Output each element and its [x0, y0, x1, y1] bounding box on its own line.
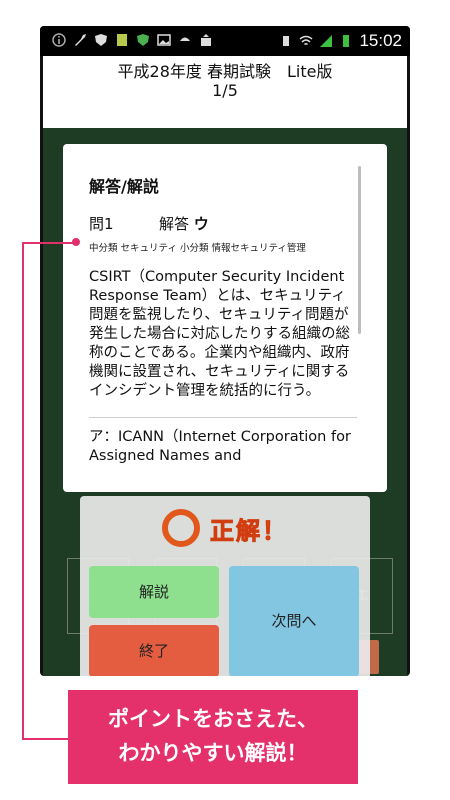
- title-bar: 平成28年度 春期試験 Lite版 1/5: [43, 56, 407, 128]
- explanation-text: CSIRT（Computer Security Incident Respons…: [89, 269, 350, 399]
- upload-icon: [201, 34, 211, 46]
- explanation-scroll[interactable]: 解答/解説 問1 解答 ウ 中分類 セキュリティ 小分類 情報セキュリティ管理 C…: [63, 144, 387, 484]
- scrollbar[interactable]: [358, 166, 361, 334]
- explanation-button[interactable]: 解説: [89, 566, 219, 618]
- battery-icon: [343, 35, 350, 47]
- question-answer-row: 問1 解答 ウ: [89, 213, 387, 234]
- android-icon: [180, 37, 190, 41]
- option-a-text: ア：ICANN（Internet Corporation for Assigne…: [89, 429, 351, 464]
- question-progress: 1/5: [212, 81, 238, 100]
- callout-line-1: ポイントをおさえた、: [108, 707, 318, 731]
- status-bar: 15:02: [40, 26, 410, 56]
- callout-dot: [72, 238, 80, 246]
- image-icon: [157, 34, 171, 46]
- question-number: 問1: [89, 215, 114, 233]
- shield-green-icon: [137, 34, 149, 46]
- signal-icon: [320, 35, 333, 47]
- result-dialog: 正解！ 解説 終了 次問へ: [80, 496, 370, 676]
- answer-label: 解答: [159, 215, 190, 233]
- result-banner: 正解！: [80, 506, 370, 550]
- system-tray: 15:02: [279, 31, 402, 51]
- sim-icon: [117, 34, 127, 46]
- vibrate-icon: [283, 36, 290, 46]
- callout-line-top: [22, 242, 74, 244]
- category-text: 中分類 セキュリティ 小分類 情報セキュリティ管理: [89, 243, 306, 254]
- exam-title: 平成28年度 春期試験 Lite版: [117, 62, 333, 81]
- explanation-heading: 解答/解説: [89, 177, 159, 196]
- explanation-card: 解答/解説 問1 解答 ウ 中分類 セキュリティ 小分類 情報セキュリティ管理 C…: [63, 144, 387, 492]
- callout-line-vertical: [22, 242, 24, 738]
- wrench-icon: [75, 34, 86, 46]
- clock: 15:02: [359, 31, 402, 50]
- notification-icons: [52, 33, 213, 47]
- next-question-button[interactable]: 次問へ: [229, 566, 359, 676]
- shield-icon: [95, 34, 107, 46]
- callout-line-2: わかりやすい解説！: [118, 741, 308, 765]
- info-icon: [52, 33, 66, 47]
- main-content: 解答/解説 問1 解答 ウ 中分類 セキュリティ 小分類 情報セキュリティ管理 C…: [43, 128, 407, 676]
- answer-value: ウ: [193, 215, 209, 233]
- phone-screen: 15:02 平成28年度 春期試験 Lite版 1/5 解答/解説 問1 解答 ウ…: [40, 26, 410, 676]
- end-button[interactable]: 終了: [89, 625, 219, 676]
- divider: [89, 417, 357, 418]
- correct-circle-icon: [162, 509, 200, 547]
- result-text: 正解！: [210, 516, 288, 545]
- callout-banner: ポイントをおさえた、 わかりやすい解説！: [68, 690, 358, 784]
- callout-line-bottom: [22, 738, 70, 740]
- wifi-icon: [299, 35, 313, 46]
